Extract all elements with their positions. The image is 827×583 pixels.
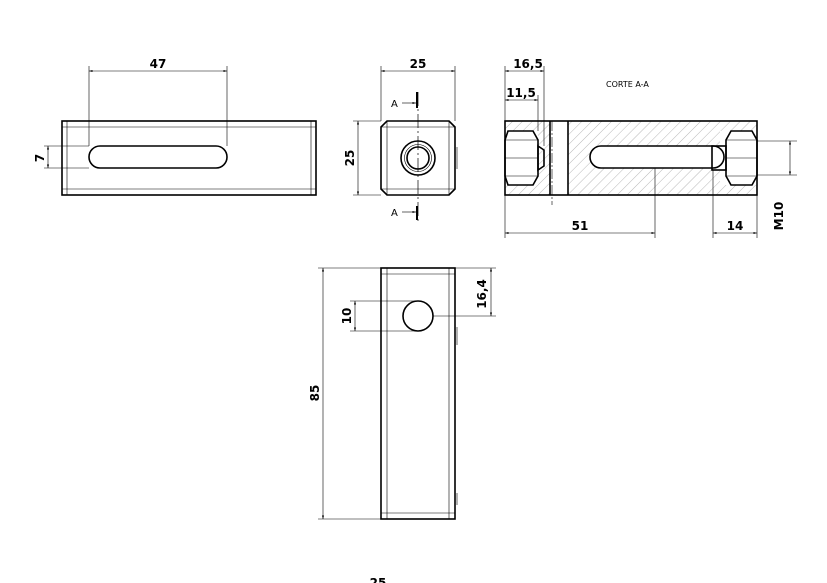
dim-side-hole: 10 [340, 308, 354, 325]
dim-section-length: 51 [572, 219, 589, 233]
section-marker-bottom: A [391, 208, 398, 219]
left-nut [504, 130, 545, 186]
front-view: A A 25 25 [343, 57, 458, 222]
dim-section-total: 16,5 [513, 57, 543, 71]
top-view-slot [88, 145, 228, 169]
section-view: CORTE A-A 1 [504, 57, 797, 238]
dim-section-end: 14 [727, 219, 744, 233]
dim-top-slot: 7 [33, 154, 47, 162]
dim-bottom-cut: 25 [370, 576, 387, 583]
top-view: 47 7 [33, 57, 317, 196]
dim-section-inner: 11,5 [506, 86, 536, 100]
section-slot [589, 145, 725, 169]
side-view-body [380, 267, 456, 520]
dim-side-offset: 16,4 [475, 279, 489, 309]
dim-front-width: 25 [410, 57, 427, 71]
section-title: CORTE A-A [606, 80, 649, 89]
side-view-hole [402, 300, 434, 332]
right-nut [711, 130, 758, 186]
dim-front-height: 25 [343, 150, 357, 167]
dim-section-thread: M10 [772, 202, 786, 231]
section-marker-top: A [391, 99, 398, 110]
side-view: 16,4 10 85 [308, 267, 496, 520]
dim-top-length: 47 [150, 57, 167, 71]
dim-side-length: 85 [308, 385, 322, 402]
top-view-body [61, 120, 317, 196]
